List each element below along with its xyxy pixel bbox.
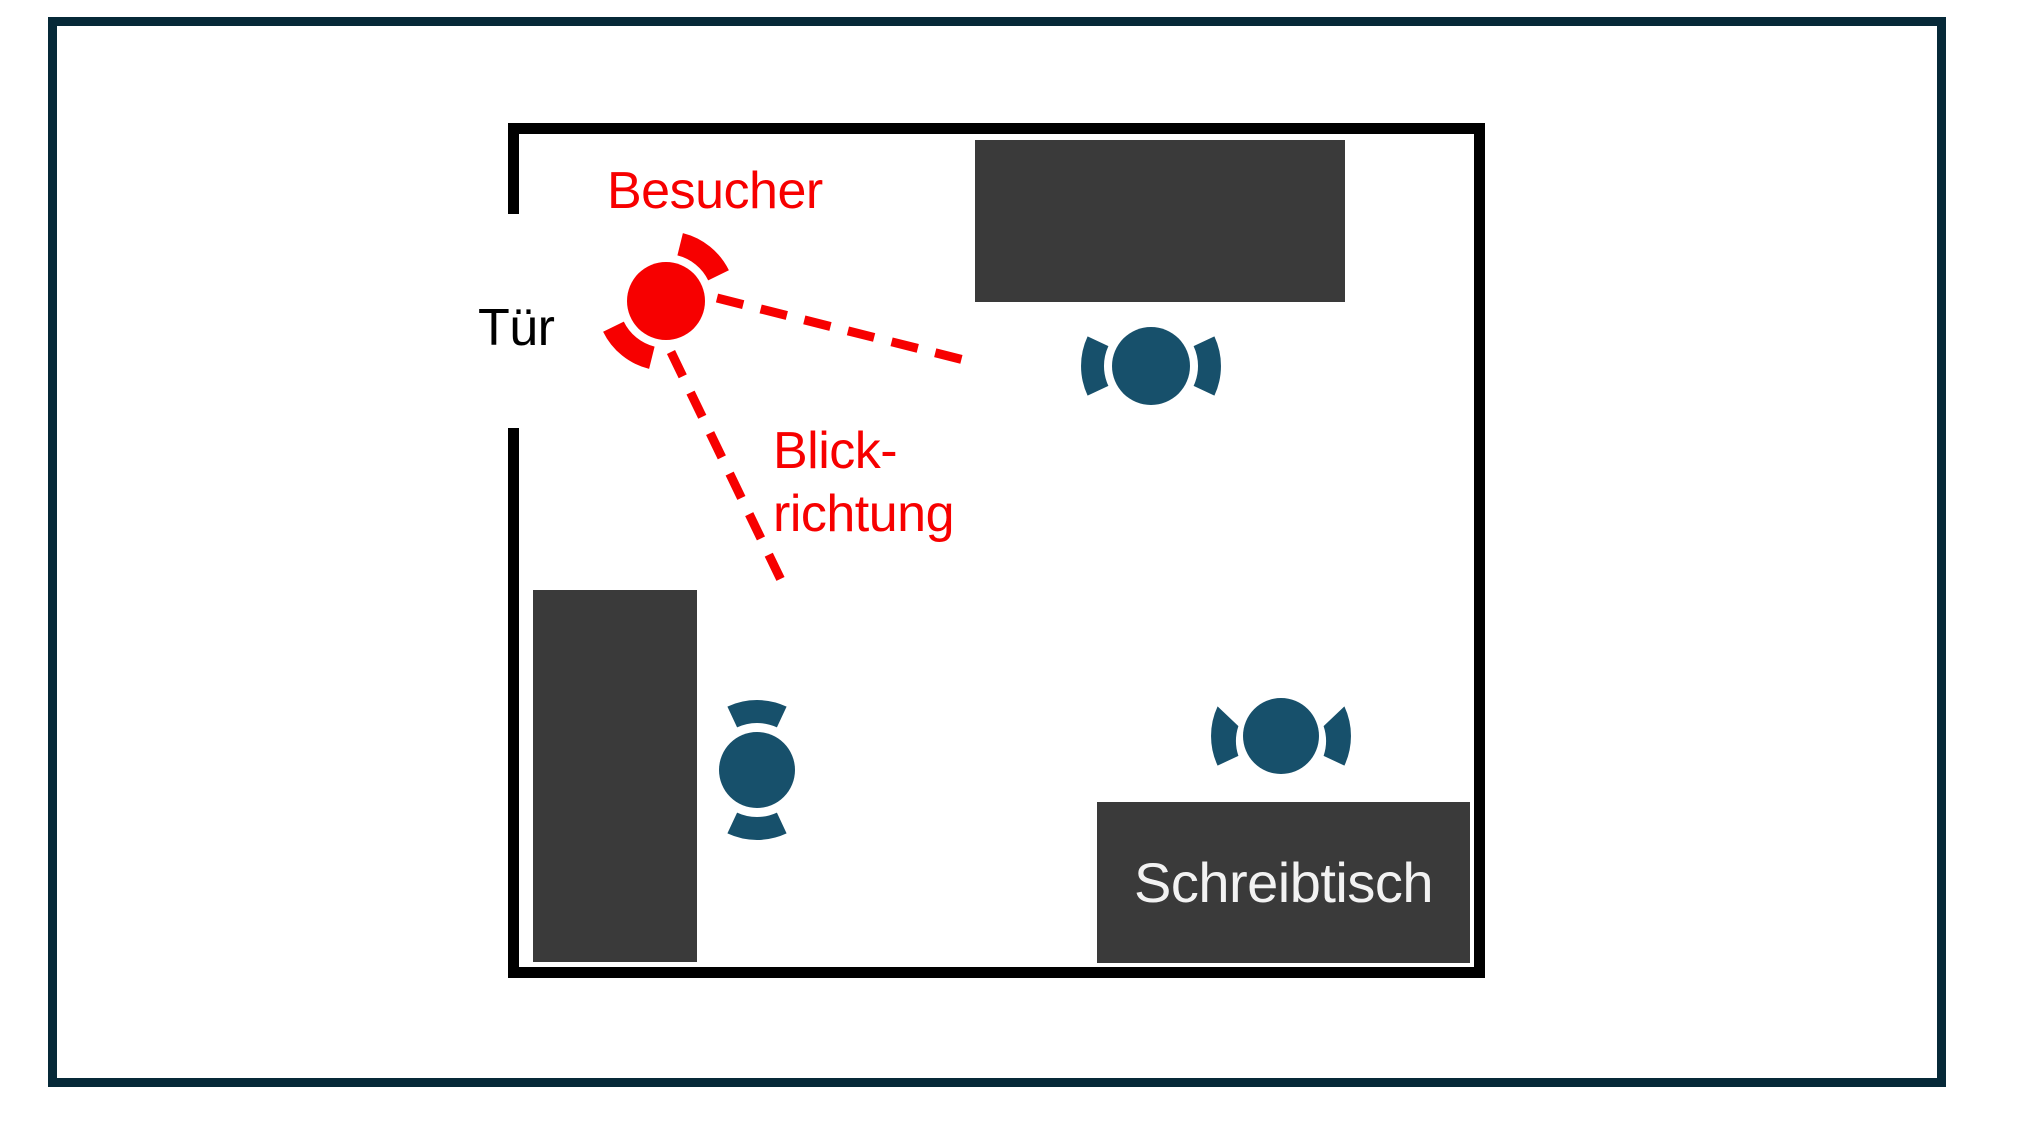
- visitor-label: Besucher: [607, 162, 823, 220]
- room-wall-top: [508, 123, 1485, 134]
- room-wall-left-above-door: [508, 123, 519, 214]
- gaze-direction-label-line1: Blick-: [773, 422, 898, 480]
- desk-top-right: [975, 140, 1345, 302]
- desk-schreibtisch-label: Schreibtisch: [1133, 850, 1434, 914]
- gaze-direction-label-line2: richtung: [773, 485, 955, 543]
- desk-bottom-left: [533, 590, 697, 962]
- door-label: Tür: [478, 299, 555, 357]
- room-wall-left-below-door: [508, 428, 519, 978]
- desk-schreibtisch: Schreibtisch: [1097, 802, 1470, 963]
- room-wall-bottom: [508, 967, 1485, 978]
- room-wall-right: [1474, 123, 1485, 978]
- outer-frame: [48, 17, 1946, 1087]
